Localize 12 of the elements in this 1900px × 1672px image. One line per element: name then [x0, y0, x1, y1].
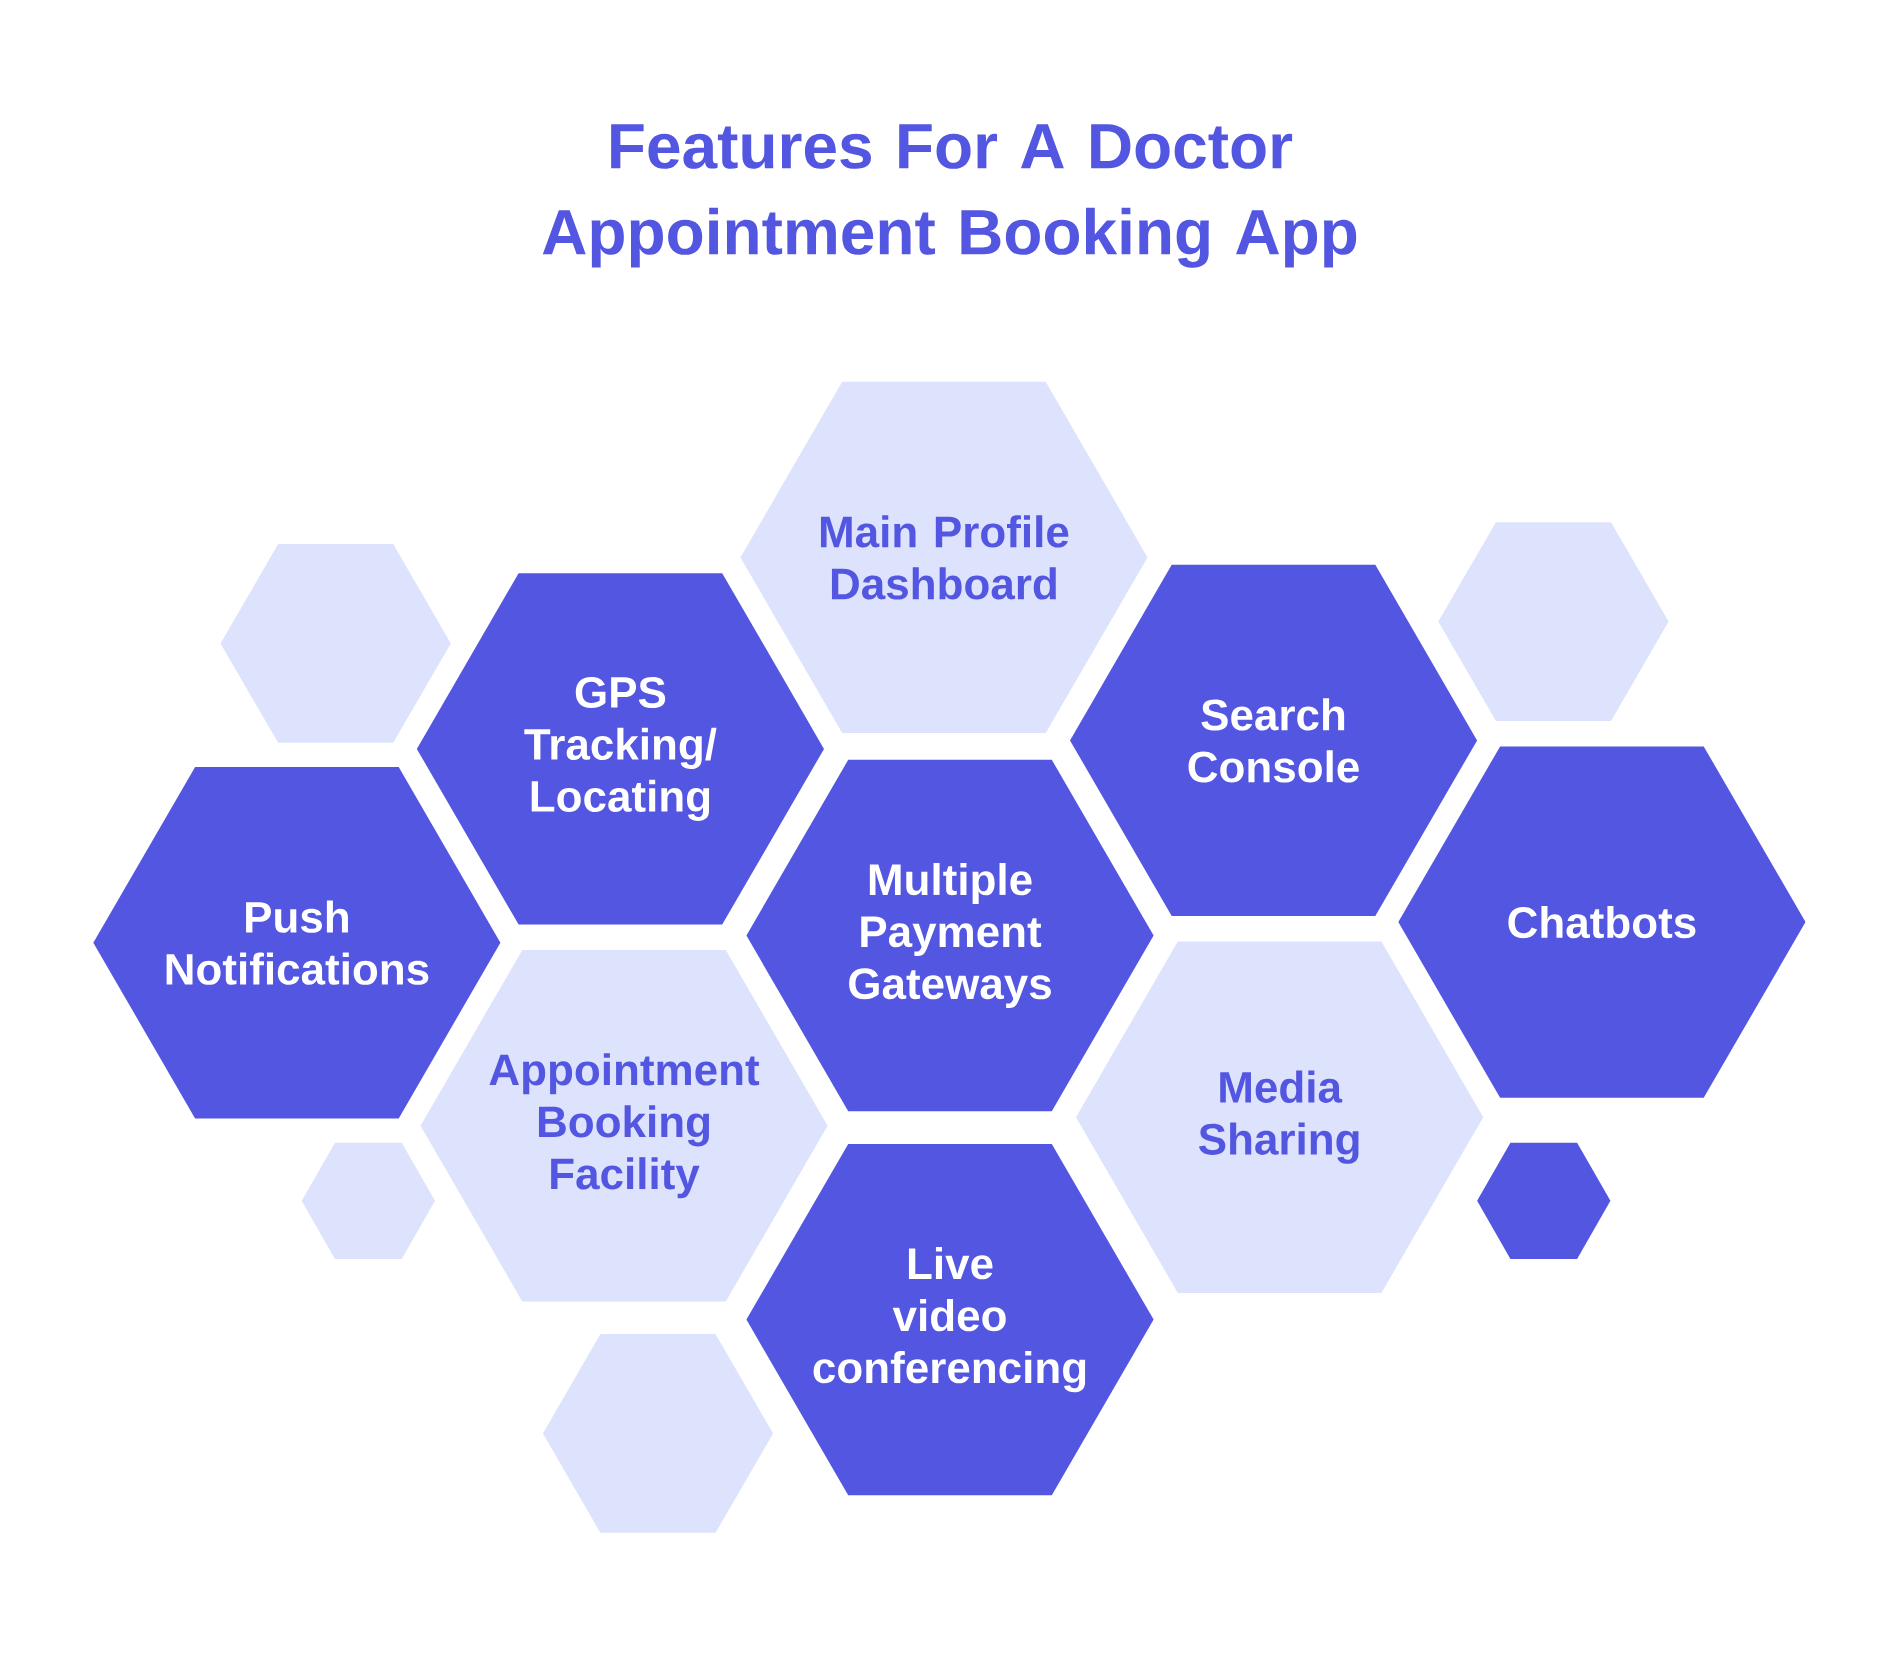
hexagon: GPS Tracking/ Locating [416, 573, 824, 925]
hexagon [1438, 522, 1669, 721]
title: Features For A Doctor Appointment Booking App [542, 124, 1357, 268]
hexagon: Live video conferencing [746, 1143, 1154, 1496]
hexagon [542, 1334, 774, 1533]
hexagon: Main Profile Dashboard [740, 381, 1148, 734]
hexagon [1477, 1142, 1611, 1259]
hexagon: Chatbots [1398, 746, 1806, 1098]
hexagon: Media Sharing [1076, 941, 1484, 1293]
hexagon [220, 544, 451, 743]
hexagon: Search Console [1070, 564, 1478, 917]
hexagon [301, 1142, 435, 1259]
